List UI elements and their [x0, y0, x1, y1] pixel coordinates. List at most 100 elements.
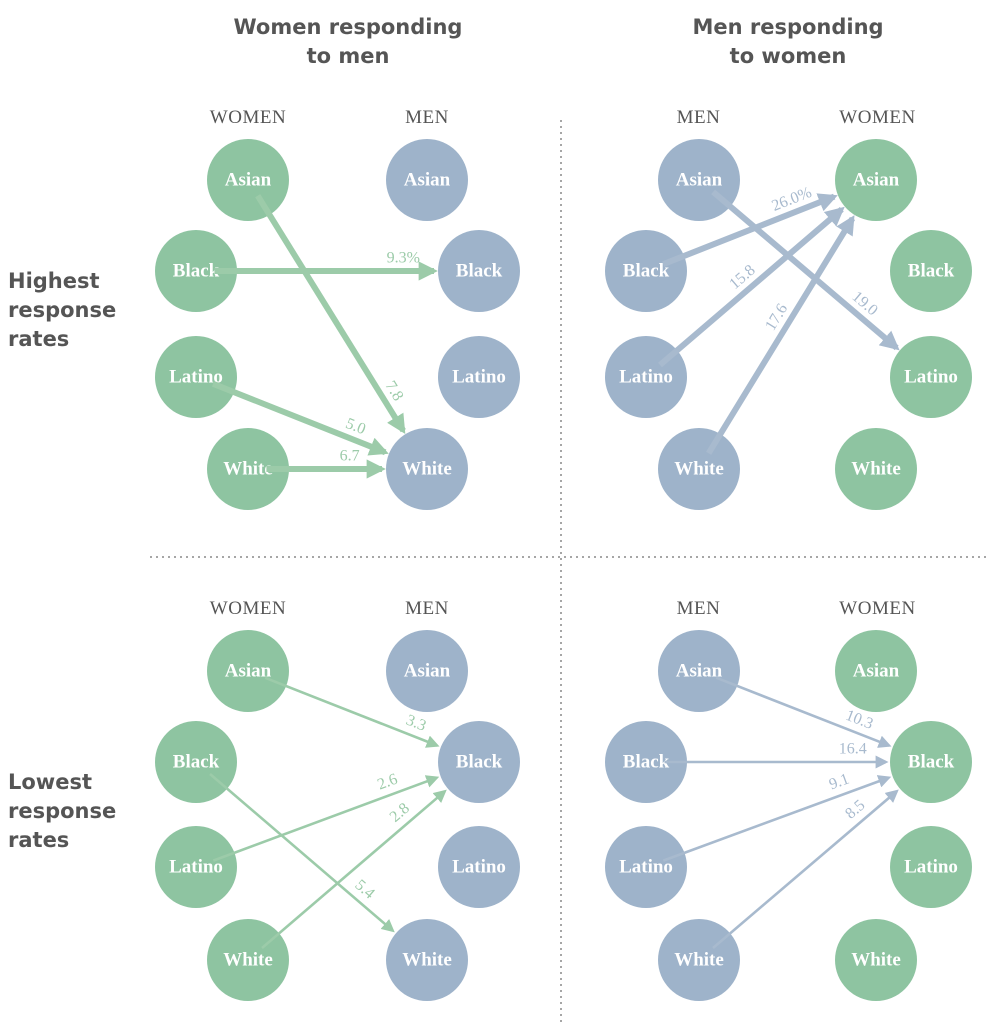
- arrow-white-to-black: [261, 789, 447, 949]
- node-women-white: [835, 428, 917, 510]
- node-label-men-black: Black: [456, 752, 503, 773]
- node-label-women-white: White: [851, 459, 901, 480]
- side-label-women: WOMEN: [210, 598, 286, 619]
- arrow-latino-to-black: [212, 775, 440, 862]
- node-women-white: [207, 919, 289, 1001]
- node-label-women-black: Black: [908, 752, 955, 773]
- node-label-women-black: Black: [173, 261, 220, 282]
- node-men-latino: [605, 826, 687, 908]
- arrow-asian-to-latino: [711, 189, 900, 351]
- node-women-white: [207, 428, 289, 510]
- node-label-men-latino: Latino: [619, 857, 673, 878]
- arrow-black-to-asian: [662, 193, 838, 267]
- arrow-white-to-black: [712, 789, 899, 949]
- rate-label-black-to-black: 16.4: [839, 741, 867, 758]
- node-label-men-latino: Latino: [452, 367, 506, 388]
- side-label-men: MEN: [405, 107, 449, 128]
- node-men-white: [386, 919, 468, 1001]
- column-title-women-line1: Women responding: [234, 15, 463, 39]
- node-women-asian: [835, 630, 917, 712]
- node-label-women-white: White: [223, 950, 273, 971]
- row-title-lowest-line2: response: [8, 799, 116, 823]
- node-label-women-black: Black: [173, 752, 220, 773]
- node-women-latino: [155, 826, 237, 908]
- side-label-women: WOMEN: [839, 107, 915, 128]
- node-men-white: [658, 919, 740, 1001]
- node-label-men-asian: Asian: [676, 170, 723, 191]
- node-men-asian: [386, 630, 468, 712]
- node-label-men-black: Black: [623, 261, 670, 282]
- node-women-asian: [207, 630, 289, 712]
- rate-label-black-to-black: 9.3%: [387, 250, 420, 267]
- column-title-men-line2: to women: [730, 44, 847, 68]
- node-label-men-black: Black: [456, 261, 503, 282]
- node-label-women-latino: Latino: [169, 367, 223, 388]
- node-label-women-asian: Asian: [225, 170, 272, 191]
- node-men-white: [386, 428, 468, 510]
- arrow-asian-to-black: [715, 676, 892, 748]
- side-label-men: MEN: [677, 598, 721, 619]
- node-men-latino: [438, 336, 520, 418]
- arrow-latino-to-asian: [658, 206, 845, 368]
- node-label-men-asian: Asian: [404, 661, 451, 682]
- node-label-women-white: White: [851, 950, 901, 971]
- arrow-white-to-asian: [706, 215, 856, 455]
- rate-label-latino-to-black: 2.6: [375, 771, 400, 794]
- node-label-men-white: White: [674, 459, 724, 480]
- node-women-latino: [890, 826, 972, 908]
- node-women-white: [835, 919, 917, 1001]
- rate-label-white-to-white: 6.7: [340, 448, 360, 465]
- node-label-men-asian: Asian: [404, 170, 451, 191]
- side-label-women: WOMEN: [210, 107, 286, 128]
- node-women-black: [890, 721, 972, 803]
- arrow-latino-to-white: [211, 381, 389, 456]
- node-men-black: [438, 230, 520, 312]
- node-label-women-latino: Latino: [904, 857, 958, 878]
- node-men-black: [605, 230, 687, 312]
- node-men-latino: [438, 826, 520, 908]
- node-women-black: [155, 230, 237, 312]
- node-label-women-asian: Asian: [853, 170, 900, 191]
- column-title-women-line2: to men: [307, 44, 390, 68]
- node-label-women-latino: Latino: [904, 367, 958, 388]
- node-women-black: [890, 230, 972, 312]
- node-women-asian: [835, 139, 917, 221]
- node-label-women-asian: Asian: [225, 661, 272, 682]
- row-title-highest-line1: Highest: [8, 269, 100, 293]
- node-label-men-latino: Latino: [619, 367, 673, 388]
- side-label-men: MEN: [677, 107, 721, 128]
- arrow-black-to-white: [209, 773, 395, 933]
- node-label-women-latino: Latino: [169, 857, 223, 878]
- node-men-asian: [386, 139, 468, 221]
- side-label-men: MEN: [405, 598, 449, 619]
- node-label-women-white: White: [223, 459, 273, 480]
- node-label-men-latino: Latino: [452, 857, 506, 878]
- row-title-highest-line2: response: [8, 298, 116, 322]
- node-women-asian: [207, 139, 289, 221]
- node-label-men-white: White: [402, 950, 452, 971]
- rate-label-latino-to-black: 9.1: [827, 771, 852, 794]
- node-women-latino: [890, 336, 972, 418]
- node-men-black: [438, 721, 520, 803]
- node-label-men-white: White: [674, 950, 724, 971]
- row-title-highest-line3: rates: [8, 327, 69, 351]
- arrow-asian-to-black: [264, 676, 440, 748]
- node-label-women-black: Black: [908, 261, 955, 282]
- rate-label-asian-to-black: 3.3: [404, 712, 429, 735]
- node-label-men-asian: Asian: [676, 661, 723, 682]
- node-men-black: [605, 721, 687, 803]
- row-title-lowest-line1: Lowest: [8, 770, 92, 794]
- side-label-women: WOMEN: [839, 598, 915, 619]
- column-title-men-line1: Men responding: [692, 15, 883, 39]
- node-men-asian: [658, 630, 740, 712]
- arrow-asian-to-white: [255, 194, 406, 434]
- node-label-women-asian: Asian: [853, 661, 900, 682]
- node-label-men-black: Black: [623, 752, 670, 773]
- node-label-men-white: White: [402, 459, 452, 480]
